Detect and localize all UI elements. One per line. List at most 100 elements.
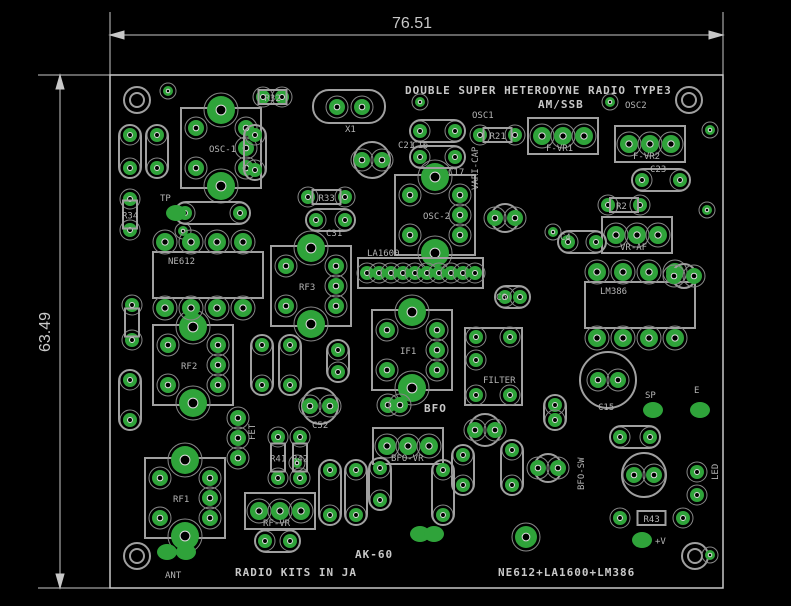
pad-ring xyxy=(464,262,486,284)
dimension-width-label: 76.51 xyxy=(392,15,432,32)
pad-ring xyxy=(499,384,521,406)
pad-ring xyxy=(672,507,694,529)
part-label-x1: X1 xyxy=(345,125,356,135)
pad-drill xyxy=(154,165,160,171)
pad-drill xyxy=(353,467,359,473)
part-label-lm386: LM386 xyxy=(600,287,627,297)
pad-drill xyxy=(630,471,638,479)
pad-drill xyxy=(358,103,366,111)
capacitor-body xyxy=(368,457,392,511)
pad-drill xyxy=(433,366,441,374)
pad-drill xyxy=(294,460,300,466)
pad-ring xyxy=(622,463,646,487)
pad-drill xyxy=(417,99,423,105)
pad-drill xyxy=(538,132,546,140)
pad-drill xyxy=(473,392,479,398)
pad-drill xyxy=(192,124,200,132)
mounting-hole-inner xyxy=(681,92,697,108)
pad-drill xyxy=(206,474,214,482)
pad-drill xyxy=(384,401,392,409)
pad-drill xyxy=(215,180,227,192)
pad-ring xyxy=(159,82,177,100)
capacitor-body xyxy=(409,119,466,143)
pad-drill xyxy=(619,334,627,342)
pad-ring xyxy=(267,426,289,448)
capacitor-body xyxy=(118,369,142,431)
la1600-outline xyxy=(357,257,484,289)
pad-ring xyxy=(636,259,662,285)
capacitor-body xyxy=(243,124,267,181)
pad-ring xyxy=(119,188,141,210)
pad-drill xyxy=(206,514,214,522)
pad-drill xyxy=(305,242,317,254)
pad-ring xyxy=(448,223,472,247)
pad-drill xyxy=(607,99,613,105)
pad-ring xyxy=(394,370,430,406)
pad-drill xyxy=(452,128,458,134)
part-label-c52: C52 xyxy=(312,421,328,431)
pad-drill xyxy=(213,238,221,246)
capacitor-body xyxy=(557,230,607,254)
pad-ring xyxy=(636,325,662,351)
pad-drill xyxy=(472,270,478,276)
pad-drill xyxy=(511,214,519,222)
part-label-r33: R33 xyxy=(319,194,335,204)
pad-ring xyxy=(204,229,230,255)
part-label-c17: C17 xyxy=(448,168,464,178)
pad-drill xyxy=(429,247,441,259)
pad-ring xyxy=(325,95,349,119)
pad-ring xyxy=(271,86,293,108)
pad-drill xyxy=(215,104,227,116)
terminal-pad xyxy=(643,402,663,418)
pad-drill xyxy=(517,294,523,300)
part-label-fet: FET xyxy=(248,423,258,440)
pad-ring xyxy=(226,426,250,450)
pad-ring xyxy=(701,121,719,139)
trimmer-outline xyxy=(372,427,444,465)
pad-drill xyxy=(332,282,340,290)
resistor-body xyxy=(311,189,342,205)
pad-drill xyxy=(214,341,222,349)
pad-drill xyxy=(593,334,601,342)
pad-drill xyxy=(670,272,678,280)
pad-drill xyxy=(617,515,623,521)
pad-drill xyxy=(335,369,341,375)
part-label-rfvr: RF-VR xyxy=(263,519,291,529)
pad-drill xyxy=(460,452,466,458)
part-label-if1: IF1 xyxy=(400,347,416,357)
pad-ring xyxy=(152,229,178,255)
capacitor-body xyxy=(631,168,691,192)
part-label-rf1: RF1 xyxy=(173,495,189,505)
pad-drill xyxy=(287,538,293,544)
pad-drill xyxy=(161,304,169,312)
pad-ring xyxy=(686,484,708,506)
pad-drill xyxy=(260,94,266,100)
terminal-pad xyxy=(632,532,652,548)
terminal-pad xyxy=(410,526,430,542)
pad-drill xyxy=(255,507,263,515)
pad-ring xyxy=(701,546,719,564)
parts-layer: OSC-1OSC-2RF3RF2IF1RF1NE612LM386LA1600FI… xyxy=(118,82,721,581)
pad-drill xyxy=(612,231,620,239)
pad-ring xyxy=(601,93,619,111)
pad-drill xyxy=(378,156,386,164)
pad-ring xyxy=(411,93,429,111)
pad-ring xyxy=(234,136,258,160)
pad-ring xyxy=(226,446,250,470)
pad-drill xyxy=(326,402,334,410)
pad-drill xyxy=(667,140,675,148)
pad-drill xyxy=(690,272,698,280)
resistor-body xyxy=(609,197,639,213)
pad-ring xyxy=(350,148,374,172)
pad-drill xyxy=(471,426,479,434)
part-label-r41: R41 xyxy=(270,455,286,465)
mounting-hole-inner xyxy=(687,548,703,564)
pad-drill xyxy=(305,318,317,330)
pad-drill xyxy=(332,262,340,270)
part-label-r42: R42 xyxy=(292,455,308,465)
pad-drill xyxy=(282,302,290,310)
mounting-hole-inner xyxy=(129,548,145,564)
part-label-led: LED xyxy=(711,464,721,480)
terminal-pad xyxy=(157,544,177,560)
